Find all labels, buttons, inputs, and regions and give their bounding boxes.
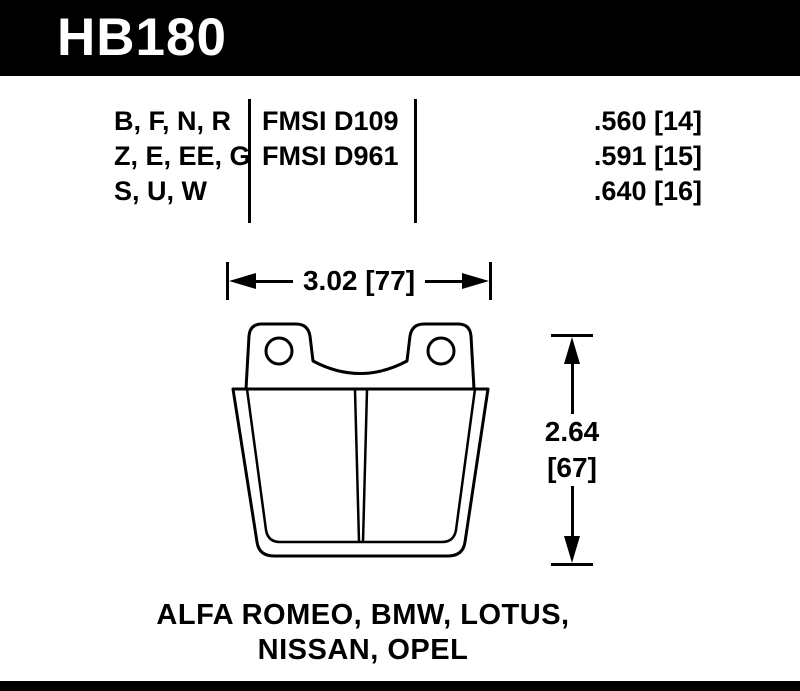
dimension-line — [570, 486, 574, 536]
header-bar: HB180 — [0, 0, 800, 76]
height-dimension: 2.64 [67] — [530, 334, 614, 566]
width-dimension-label: 3.02 [77] — [302, 265, 416, 296]
pad-thickness-2: .591 [15] — [593, 141, 702, 171]
arrow-left-icon — [229, 273, 256, 289]
part-number: HB180 — [57, 8, 227, 67]
center-slot-left-line — [353, 389, 361, 543]
height-dimension-label-in: 2.64 — [544, 416, 600, 447]
dimension-line — [425, 279, 463, 283]
arrow-up-icon — [564, 337, 580, 364]
pad-inner-outline — [245, 388, 477, 544]
center-slot-right-line — [361, 389, 369, 543]
dimension-end-tick — [551, 334, 593, 337]
brake-pad-drawing — [231, 322, 490, 558]
table-divider-left — [248, 99, 251, 223]
height-dimension-label-mm: [67] — [547, 452, 597, 483]
arrow-right-icon — [462, 273, 490, 289]
fmsi-number-2: FMSI D961 — [262, 141, 399, 171]
pad-thickness-3: .640 [16] — [593, 176, 702, 206]
compound-codes-line-2: Z, E, EE, G — [114, 141, 251, 171]
compound-codes-line-3: S, U, W — [114, 176, 207, 206]
dimension-line — [256, 279, 293, 283]
arrow-down-icon — [564, 536, 580, 563]
dimension-end-tick — [226, 262, 229, 300]
dimension-end-tick — [489, 262, 493, 300]
pad-thickness-1: .560 [14] — [593, 106, 702, 136]
applications-line-1: ALFA ROMEO, BMW, LOTUS, — [156, 599, 570, 631]
left-ear-hole — [264, 336, 294, 366]
applications-list: ALFA ROMEO, BMW, LOTUS, NISSAN, OPEL — [63, 598, 663, 668]
dimension-end-tick — [551, 563, 593, 566]
pad-outer-outline — [231, 322, 490, 558]
dimension-line — [570, 364, 574, 414]
fmsi-number-1: FMSI D109 — [262, 106, 399, 136]
right-ear-hole — [426, 336, 456, 366]
width-dimension: 3.02 [77] — [226, 262, 493, 300]
footer-bar — [0, 681, 800, 691]
table-divider-right — [414, 99, 417, 223]
applications-line-2: NISSAN, OPEL — [257, 634, 469, 666]
compound-codes-line-1: B, F, N, R — [114, 106, 232, 136]
